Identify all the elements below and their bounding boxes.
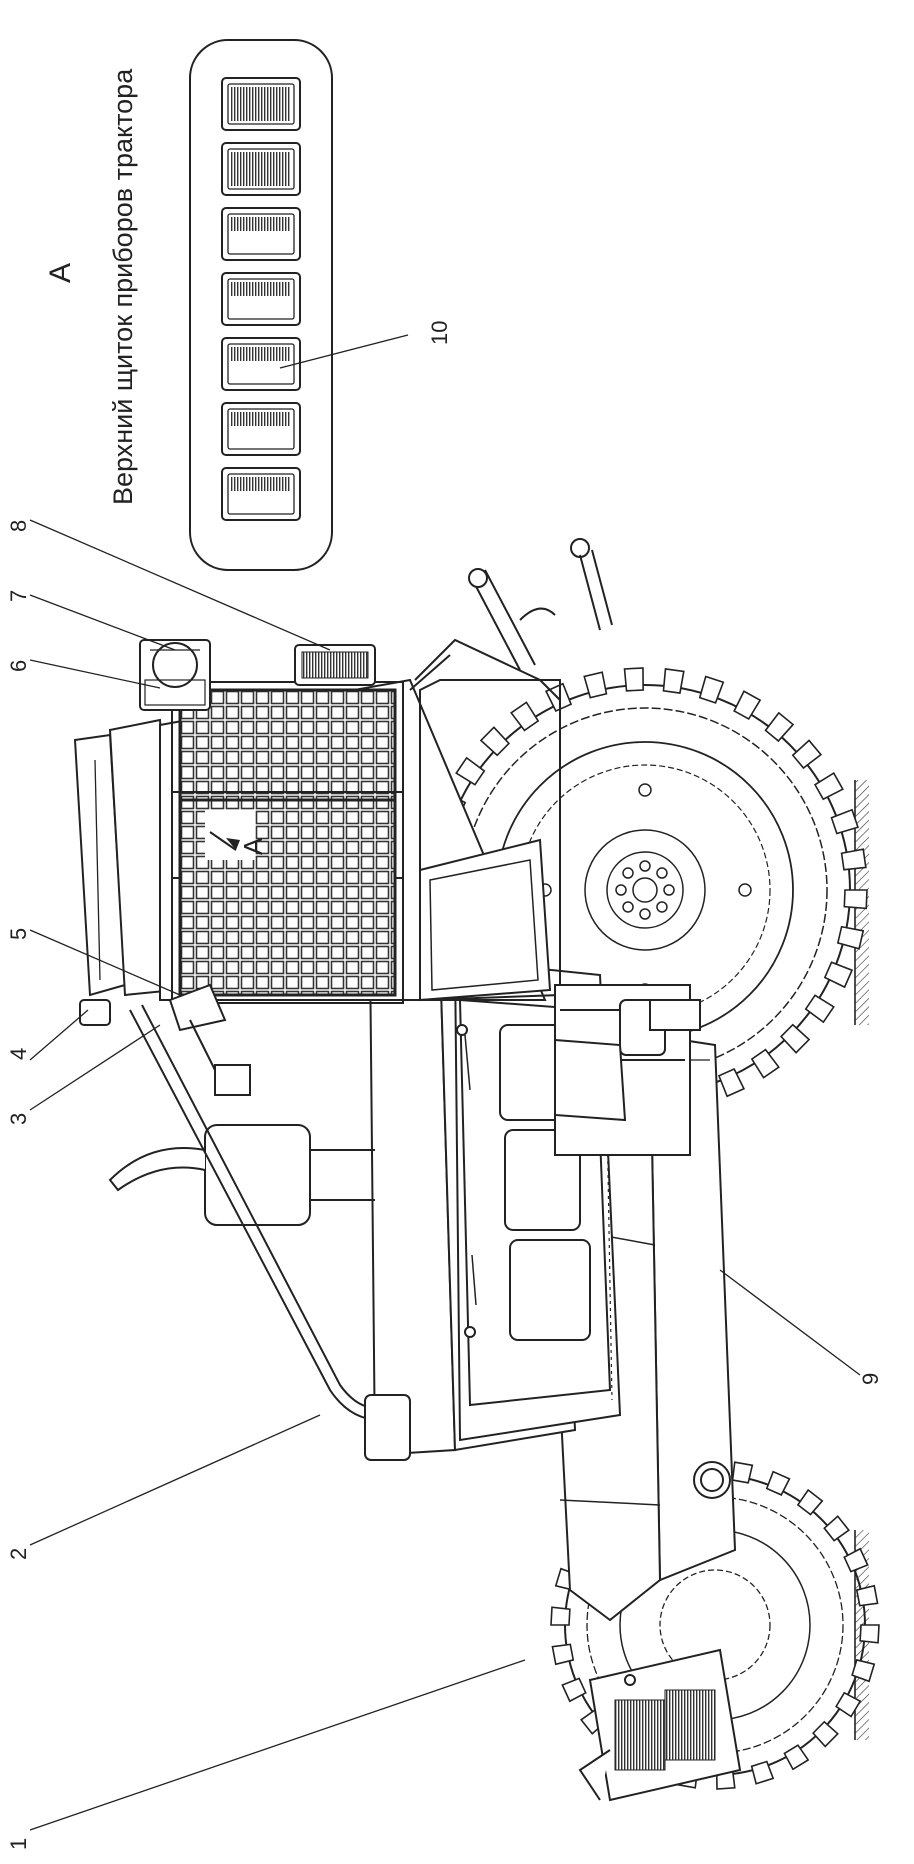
rear-hitch xyxy=(468,538,613,671)
tire-lug xyxy=(804,994,835,1024)
hub-bolt xyxy=(663,884,675,896)
cab-view-marker-label: А xyxy=(238,837,268,855)
cab-view-marker: А xyxy=(205,810,268,860)
callout-8: 8 xyxy=(6,520,31,532)
indicator-lamp xyxy=(221,467,301,521)
tire-lug xyxy=(717,1067,746,1098)
indicator-lamp xyxy=(221,77,301,131)
hub-bolt xyxy=(615,884,627,896)
tire-lug xyxy=(835,1691,862,1718)
tire-lug xyxy=(813,772,844,801)
instrument-panel-frame xyxy=(189,39,333,571)
tire-lug xyxy=(550,1606,571,1626)
tire-lug xyxy=(859,1624,880,1644)
cab xyxy=(73,678,552,1004)
hub-bolt xyxy=(639,860,651,872)
callout-7: 7 xyxy=(6,590,31,602)
tire-lug xyxy=(764,711,795,743)
callout-9: 9 xyxy=(858,1373,883,1385)
tire-lug xyxy=(750,1048,780,1079)
tire-lug xyxy=(510,701,540,732)
air-intake-pipe xyxy=(129,1004,411,1461)
leader-line-10 xyxy=(279,334,409,369)
tire-lug xyxy=(731,1461,754,1484)
tire-lug xyxy=(791,739,823,770)
callout-6: 6 xyxy=(6,660,31,672)
hub-bolt xyxy=(656,901,668,913)
tire-lug xyxy=(750,1760,775,1785)
side-mirror xyxy=(79,983,251,1096)
tire-lug xyxy=(823,961,854,989)
tire-lug xyxy=(843,889,868,910)
roof-lights xyxy=(139,639,376,711)
tire-lug xyxy=(836,925,865,950)
tire-lug xyxy=(823,1515,850,1542)
indicator-lamp xyxy=(221,207,301,261)
callout-3: 3 xyxy=(6,1113,31,1125)
hub-bolt xyxy=(622,867,634,879)
callout-5: 5 xyxy=(6,928,31,940)
fuel-tank-steps xyxy=(554,984,701,1156)
tire-lug xyxy=(812,1720,839,1748)
inset-view-label: А xyxy=(44,263,77,283)
tire-lug xyxy=(561,1677,587,1703)
callout-10: 10 xyxy=(427,321,452,345)
tire-lug xyxy=(783,1744,810,1771)
rim-hole xyxy=(738,883,752,897)
rear-fender xyxy=(409,638,561,1002)
indicator-lamp xyxy=(221,272,301,326)
exhaust-muffler xyxy=(108,1124,375,1226)
tire-lug xyxy=(662,668,685,694)
tire-lug xyxy=(779,1023,811,1054)
callout-leaders xyxy=(29,519,861,1831)
tire-lug xyxy=(583,671,608,699)
hub-bolt xyxy=(639,908,651,920)
tire-lug xyxy=(765,1470,791,1496)
tire-lug xyxy=(840,848,867,871)
hub-bolt xyxy=(656,867,668,879)
callout-1: 1 xyxy=(6,1838,31,1850)
tire-lug xyxy=(551,1643,575,1666)
tire-lug xyxy=(851,1658,876,1683)
callout-2: 2 xyxy=(6,1548,31,1560)
tire-lug xyxy=(455,756,486,786)
tire-lug xyxy=(623,667,644,692)
tire-lug xyxy=(855,1584,879,1607)
hub-bolt xyxy=(622,901,634,913)
tire-lug xyxy=(698,675,725,704)
instrument-panel-inset: Верхний щиток приборов трактора А 10 xyxy=(44,39,452,571)
rim-hole xyxy=(638,783,652,797)
tire-lug xyxy=(796,1488,824,1516)
indicator-lamp xyxy=(221,402,301,456)
tire-lug xyxy=(843,1547,869,1573)
indicator-lamp xyxy=(221,337,301,391)
inset-caption: Верхний щиток приборов трактора xyxy=(108,68,138,505)
front-ballast xyxy=(578,1648,742,1802)
instrument-panel-indicators xyxy=(221,77,301,521)
tire-lug xyxy=(733,690,762,721)
tire-lug xyxy=(830,808,859,835)
tire-lug xyxy=(479,726,511,757)
callout-4: 4 xyxy=(6,1048,31,1060)
indicator-lamp xyxy=(221,142,301,196)
